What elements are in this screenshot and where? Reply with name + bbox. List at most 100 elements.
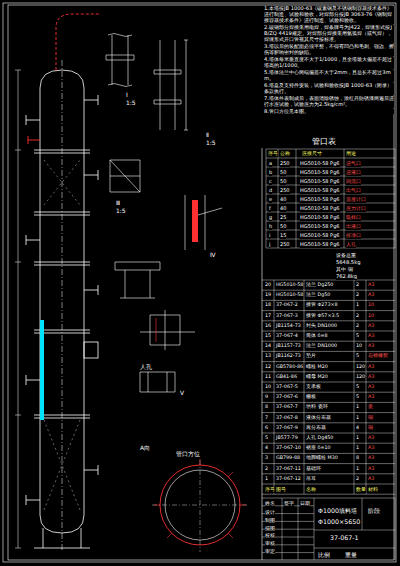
table-rule <box>262 453 395 454</box>
table-rule <box>262 320 395 321</box>
table-rule <box>298 498 299 560</box>
label-text: 设计 <box>265 510 275 516</box>
label-text: 37-067-9 <box>276 425 298 431</box>
label-text: 接管 Φ273×8 <box>306 302 338 308</box>
label-text: 1 <box>356 415 359 421</box>
label-text: 比例 <box>318 551 330 558</box>
table-rule <box>395 498 396 560</box>
drawing-stroke <box>8 5 394 560</box>
label-text: 石棉橡胶 <box>368 353 388 359</box>
table-rule <box>314 530 395 531</box>
label-text: 人孔 <box>346 242 356 248</box>
label-text: Ⅳ <box>210 252 216 259</box>
table-rule <box>262 382 395 383</box>
label-text: 审核 <box>265 541 275 547</box>
drawing-stroke <box>28 136 40 144</box>
label-text: HG5010-58 <box>276 292 303 298</box>
label-text: 10 <box>368 302 374 308</box>
label-text: A3 <box>368 374 374 380</box>
table-rule <box>314 498 315 560</box>
table-rule <box>262 392 395 393</box>
label-text: 人孔 Dg450 <box>306 435 333 441</box>
drawing-stroke <box>44 160 80 510</box>
label-text: 13 <box>265 353 271 359</box>
label-text: Φ1000填料塔 <box>318 507 357 514</box>
label-text: 5 <box>356 394 359 400</box>
label-text: 7 <box>265 415 268 421</box>
label-text: 3 <box>265 455 268 461</box>
label-text: 姓名 <box>265 501 275 507</box>
label-text: Ⅴ <box>180 390 184 397</box>
table-rule <box>262 290 395 291</box>
label-text: 设备总重 <box>336 253 356 259</box>
label-text: 10 <box>368 313 374 319</box>
drawing-stroke <box>154 459 246 538</box>
label-text: 再分布器 <box>306 425 326 431</box>
label-text: 37-067-8 <box>276 415 298 421</box>
label-text: HG5010-58 Pg6 <box>300 179 340 185</box>
label-text: 37-067-1 <box>330 534 359 541</box>
drawing-stroke <box>106 34 134 87</box>
label-text: A3 <box>368 384 374 390</box>
label-text: 5 <box>265 435 268 441</box>
table-rule <box>262 422 395 423</box>
table-rule <box>262 473 395 474</box>
label-text: 其中 铜 <box>336 267 353 273</box>
label-text: 管口方位 <box>176 451 200 458</box>
label-text: c <box>269 179 272 185</box>
label-text: 制图 <box>265 518 275 524</box>
label-text: A3 <box>368 282 374 288</box>
label-text: 填料 瓷环 <box>306 404 328 410</box>
note-text: 3.塔以后的装配面必须平整，不得有凹凸和毛刺、锐边、擦伤等影响密封的缺陷。 <box>264 44 394 56</box>
table-rule <box>262 463 395 464</box>
table-rule <box>262 341 395 342</box>
label-text: 温度计口 <box>346 197 366 203</box>
drawing-stroke <box>152 460 248 552</box>
note-text: 6.塔盘及支持件安装，试验和验收按JB 1000-63（附录）条款执行。 <box>264 83 394 95</box>
label-text: 栅板 <box>306 394 316 400</box>
label-text: 250 <box>280 188 290 194</box>
label-text: 液体分布器 <box>306 415 331 421</box>
table-rule <box>366 280 367 494</box>
label-text: 15 <box>265 333 271 339</box>
table-rule <box>262 280 395 281</box>
label-text: 6 <box>265 425 268 431</box>
label-text: 取样口 <box>346 215 361 221</box>
label-text: 2 <box>356 282 359 288</box>
label-text: A3 <box>368 292 374 298</box>
label-text: 进气口 <box>346 161 361 167</box>
pipe-red <box>28 14 100 144</box>
label-text: 重量 <box>345 551 357 558</box>
label-text: 37-067-10 <box>276 445 301 451</box>
label-text: 8 <box>356 455 359 461</box>
label-text: 2 <box>356 323 359 329</box>
tower-shell <box>15 60 98 552</box>
table-rule <box>262 361 395 362</box>
label-text: HG5010-58 Pg6 <box>300 224 340 230</box>
label-text: JB577-79 <box>276 435 298 441</box>
table-rule <box>282 498 283 560</box>
label-text: 签字 <box>284 501 294 507</box>
table-rule <box>314 548 395 549</box>
label-text: HG5010-58 Pg6 <box>300 161 340 167</box>
note-text: 4.塔体每米垂直度不大于1/1000，且全塔最大偏差不超过塔高的1/1000。 <box>264 57 394 69</box>
label-text: 18 <box>265 302 271 308</box>
label-text: A3 <box>368 445 374 451</box>
label-text: 吊耳 <box>306 476 316 482</box>
drawing-frame <box>3 3 396 562</box>
label-text: 材料 <box>368 487 378 493</box>
label-text: 16 <box>265 323 271 329</box>
label-text: 铜 <box>368 415 373 421</box>
label-text: 37-067-7 <box>276 404 298 410</box>
label-text: A向 <box>140 445 150 452</box>
label-text: 法兰 Dg250 <box>306 282 333 288</box>
label-text: 5 <box>356 384 359 390</box>
label-text: 2 <box>356 313 359 319</box>
label-text: 10 <box>265 384 271 390</box>
drawing-stroke <box>154 40 188 130</box>
label-text: Ⅰ <box>126 92 128 99</box>
label-text: 校核 <box>265 533 275 539</box>
label-text: 1:5 <box>126 100 136 107</box>
label-text: 裙座 δ=10 <box>306 445 331 451</box>
label-text: HG5010-58 Pg6 <box>300 242 340 248</box>
